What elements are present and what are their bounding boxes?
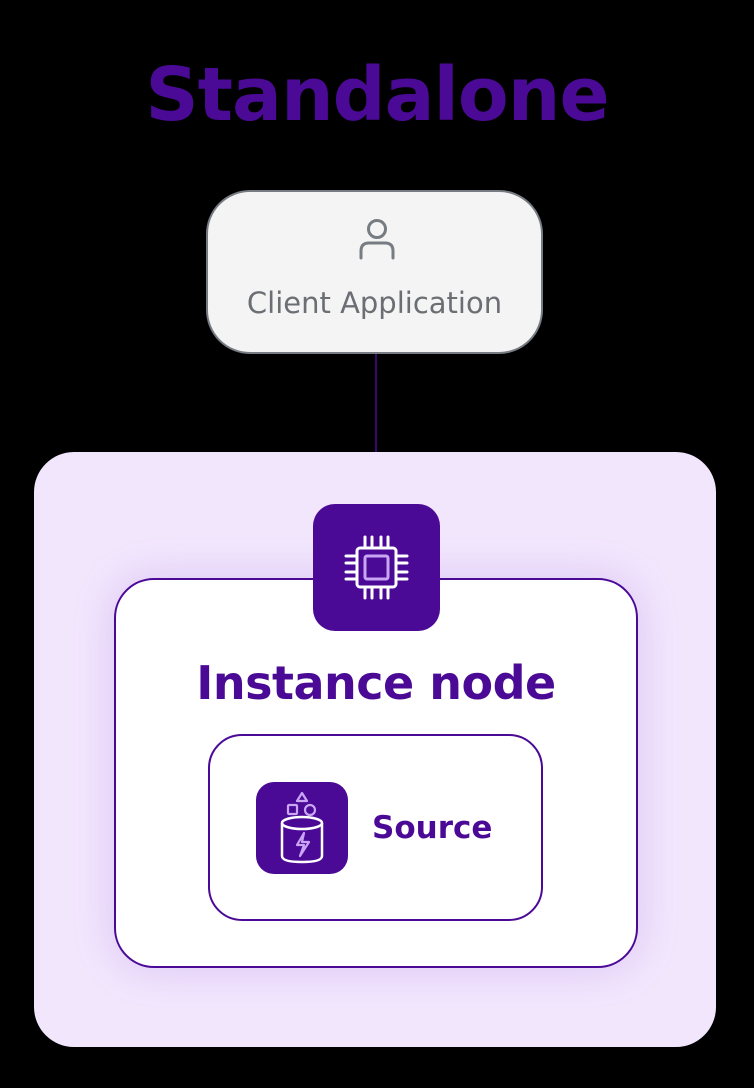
client-application-label: Client Application [246, 286, 503, 320]
database-lightning-icon [256, 782, 348, 874]
diagram-title: Standalone [145, 52, 609, 138]
cpu-chip-icon [313, 504, 440, 631]
source-node: Source [208, 734, 543, 921]
instance-node-label: Instance node [196, 656, 556, 710]
source-label: Source [372, 810, 493, 846]
client-application-node: Client Application [206, 190, 543, 354]
user-icon [359, 219, 395, 260]
